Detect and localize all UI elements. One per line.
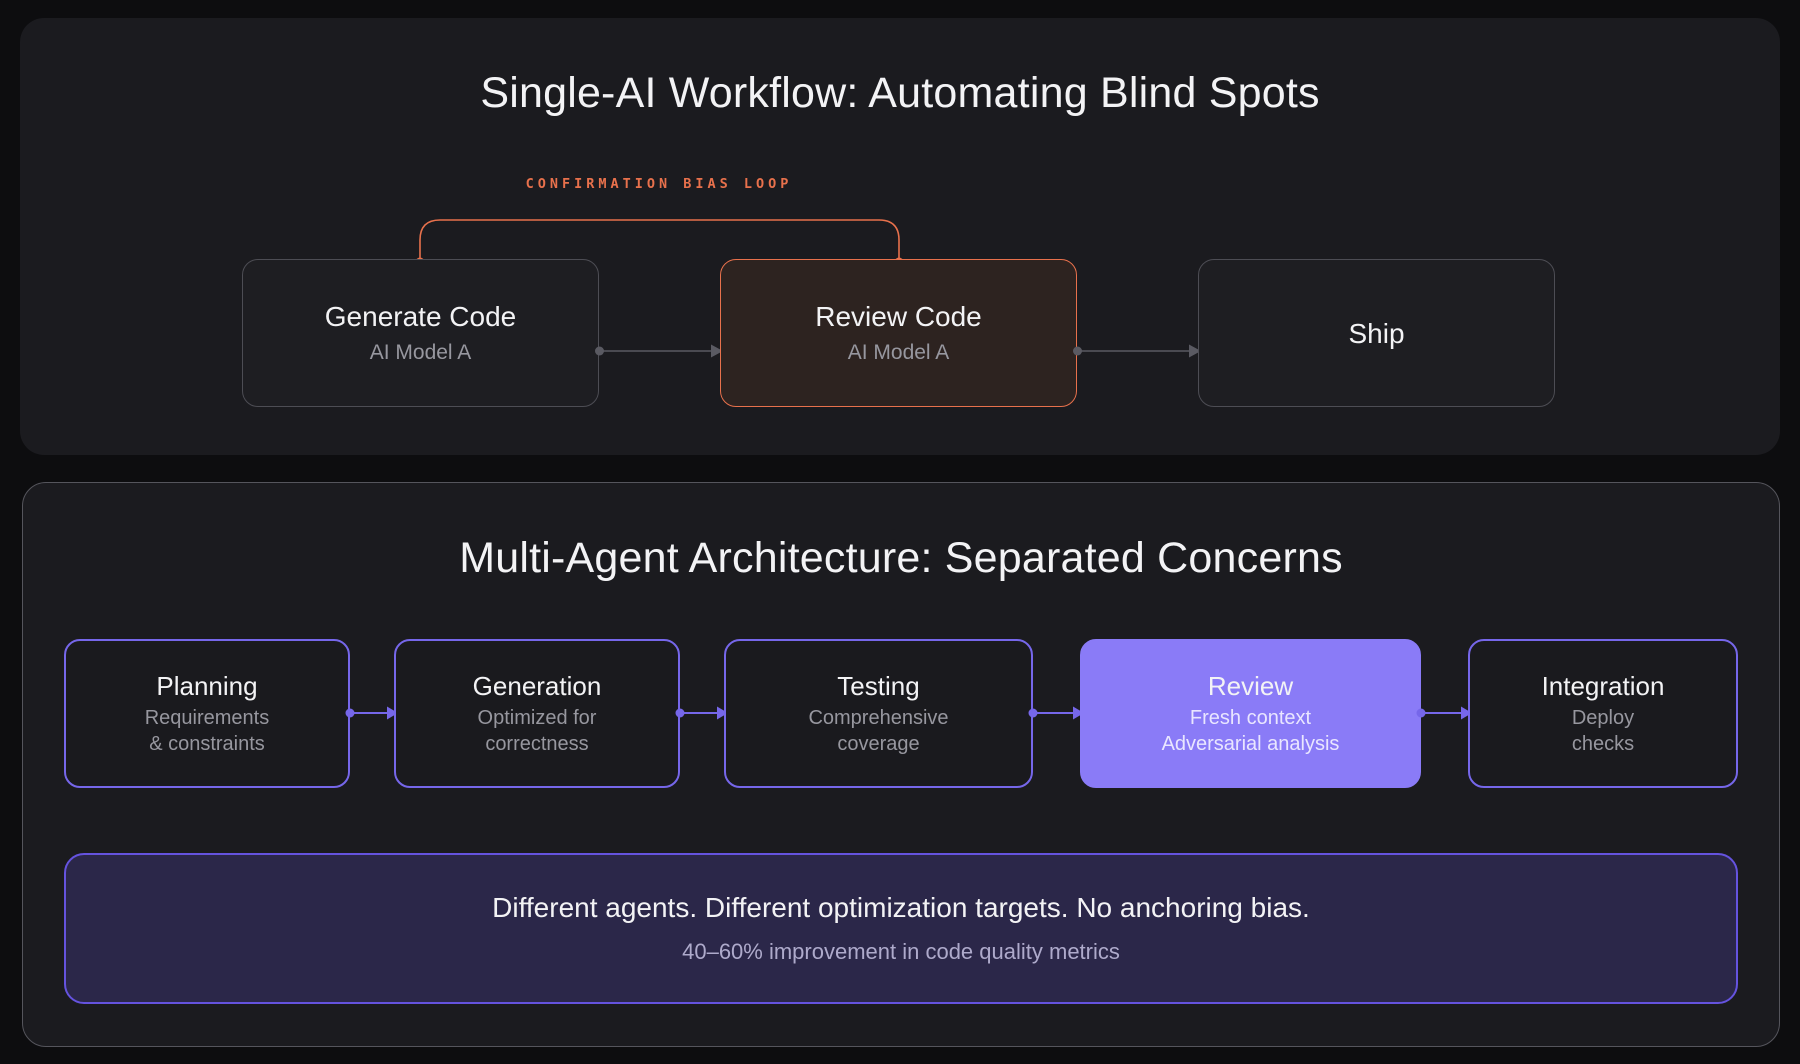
node-title: Generation [472,670,602,701]
node-title: Generate Code [324,301,517,333]
multi-agent-panel: Multi-Agent Architecture: Separated Conc… [22,482,1780,1047]
confirmation-bias-loop-label: CONFIRMATION BIAS LOOP [525,176,793,192]
arrow-generate-to-review [595,344,723,358]
single-ai-title: Single-AI Workflow: Automating Blind Spo… [480,69,1320,117]
arrow-review-to-integration [1416,706,1472,720]
node-title: Review [1207,670,1294,701]
node-ship: Ship [1198,259,1555,407]
node-generate-code: Generate Code AI Model A [242,259,599,407]
node-title: Integration [1541,670,1665,701]
node-subtitle: AI Model A [847,341,950,365]
summary-banner: Different agents. Different optimization… [64,853,1738,1004]
arrow-testing-to-review [1028,706,1084,720]
node-review-code: Review Code AI Model A [720,259,1077,407]
node-planning: Planning Requirements& constraints [64,639,350,788]
arrow-review-to-ship [1073,344,1201,358]
arrow-planning-to-generation [345,706,398,720]
multi-agent-title: Multi-Agent Architecture: Separated Conc… [459,534,1343,582]
banner-headline: Different agents. Different optimization… [492,892,1310,923]
node-title: Testing [837,670,920,701]
single-ai-panel: Single-AI Workflow: Automating Blind Spo… [20,18,1780,455]
node-subtitle: Requirements& constraints [144,707,270,755]
banner-subline: 40–60% improvement in code quality metri… [682,939,1120,964]
node-title: Review Code [815,301,982,333]
arrow-generation-to-testing [675,706,728,720]
node-title: Ship [1348,317,1405,349]
node-subtitle: AI Model A [369,341,472,365]
node-title: Planning [156,670,258,701]
